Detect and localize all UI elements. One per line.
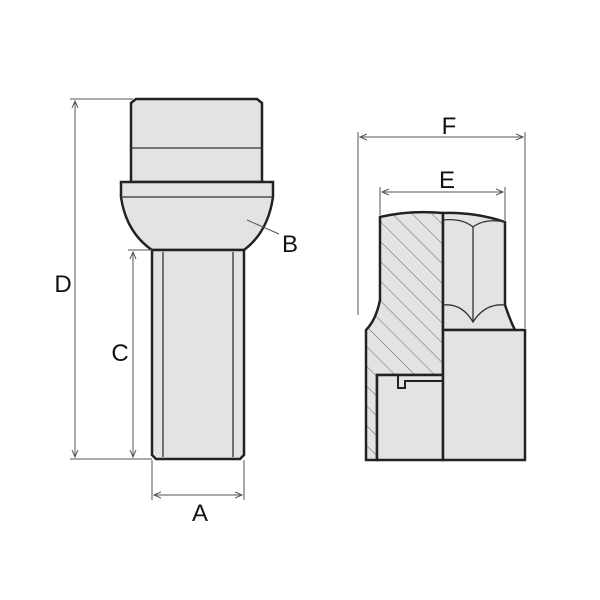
nut-cross-section — [364, 210, 527, 462]
label-b: B — [282, 231, 298, 258]
label-c: C — [111, 340, 128, 367]
bolt-dimensions — [70, 98, 280, 500]
bolt-head — [129, 97, 264, 184]
label-a: A — [192, 500, 208, 527]
label-d: D — [54, 271, 71, 298]
bolt-shank — [150, 248, 246, 461]
nut-cavity — [375, 373, 445, 462]
nut-hex-body — [441, 328, 527, 462]
bolt — [119, 97, 275, 461]
nut-dimensions — [357, 132, 526, 328]
label-e: E — [439, 167, 455, 194]
label-f: F — [442, 113, 457, 140]
nut-socket-face — [441, 211, 518, 332]
bolt-seat — [119, 180, 275, 252]
